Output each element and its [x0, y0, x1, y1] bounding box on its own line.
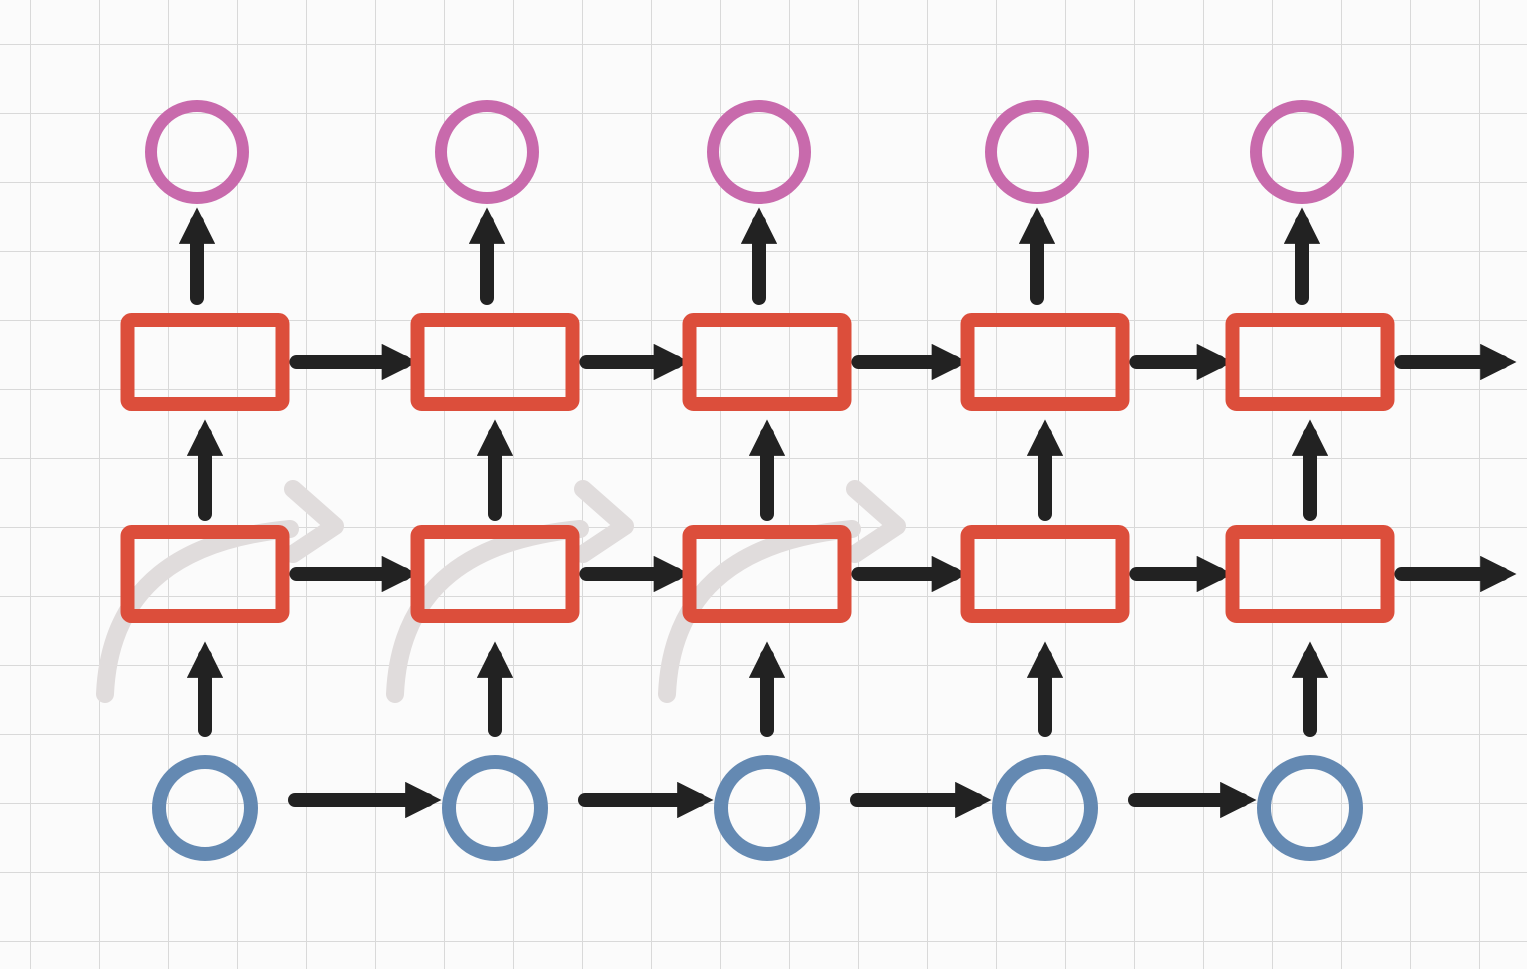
input-node — [1257, 755, 1363, 861]
hidden1-cell — [1225, 525, 1395, 623]
output-node — [1250, 100, 1354, 204]
hidden2-cell — [960, 313, 1130, 411]
hidden1-cell — [120, 525, 290, 623]
input-node — [152, 755, 258, 861]
output-node — [145, 100, 249, 204]
input-node — [992, 755, 1098, 861]
hidden1-cell — [960, 525, 1130, 623]
hidden1-cell — [682, 525, 852, 623]
input-node — [442, 755, 548, 861]
faint-curved-arrow — [386, 480, 634, 703]
faint-curved-arrow — [96, 480, 344, 703]
faint-curved-arrow — [658, 480, 906, 703]
output-node — [435, 100, 539, 204]
hidden2-cell — [120, 313, 290, 411]
hidden1-cell — [410, 525, 580, 623]
hidden2-cell — [410, 313, 580, 411]
output-node — [707, 100, 811, 204]
input-node — [714, 755, 820, 861]
hidden2-cell — [1225, 313, 1395, 411]
output-node — [985, 100, 1089, 204]
hidden2-cell — [682, 313, 852, 411]
